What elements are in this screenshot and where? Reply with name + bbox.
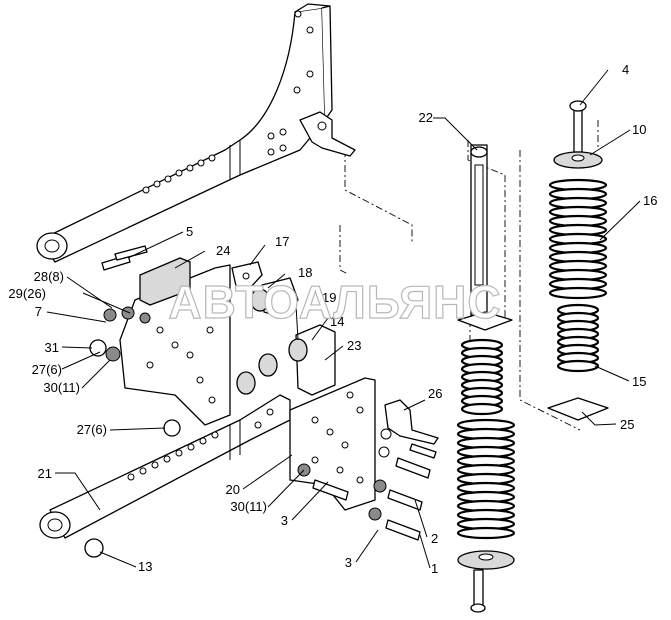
- lower-lift-arm: [39, 394, 291, 539]
- spring-coil: [456, 526, 516, 540]
- callout-27-6-upper: 27(6): [32, 362, 62, 377]
- callout-3-lower: 3: [345, 555, 352, 570]
- spring-small-top: [556, 303, 600, 373]
- callout-29-26: 29(26): [8, 286, 46, 301]
- spring-coil: [548, 286, 608, 300]
- callout-30-11-lower: 30(11): [230, 499, 267, 514]
- callout-17: 17: [275, 234, 289, 249]
- callout-19: 19: [322, 290, 336, 305]
- callout-14: 14: [330, 314, 344, 329]
- spring-coil: [460, 402, 504, 416]
- spring-small-bottom: [460, 338, 504, 416]
- callout-21: 21: [38, 466, 52, 481]
- callout-4: 4: [622, 62, 629, 77]
- mounting-plate: [119, 264, 231, 426]
- spring-large-bottom: [456, 418, 516, 540]
- springs: [456, 178, 608, 540]
- callout-15: 15: [632, 374, 646, 389]
- callout-27-6-lower: 27(6): [77, 422, 107, 437]
- callout-28-8: 28(8): [34, 269, 64, 284]
- callout-30-11-upper: 30(11): [43, 380, 80, 395]
- leader-lines: [46, 69, 641, 569]
- callout-23: 23: [347, 338, 361, 353]
- upper-lift-arm: [36, 3, 356, 263]
- callout-16: 16: [643, 193, 657, 208]
- callout-31: 31: [45, 340, 59, 355]
- callout-20: 20: [226, 482, 240, 497]
- callout-13: 13: [138, 559, 152, 574]
- spring-coil: [556, 359, 600, 373]
- callout-22: 22: [419, 110, 433, 125]
- callout-18: 18: [298, 265, 312, 280]
- callout-24: 24: [216, 243, 230, 258]
- callout-1: 1: [431, 561, 438, 576]
- callout-2: 2: [431, 531, 438, 546]
- watermark: АВТОАЛЬЯНС: [168, 276, 501, 328]
- callout-7: 7: [35, 304, 42, 319]
- callout-5: 5: [186, 224, 193, 239]
- spring-hardware: [457, 100, 609, 613]
- callout-10: 10: [632, 122, 646, 137]
- callout-labels: 1 2 3 3 4 5 7 10 13 14 15 16 17 18 19 20…: [8, 62, 657, 576]
- small-parts: [139, 257, 439, 458]
- callout-26: 26: [428, 386, 442, 401]
- callout-3-upper: 3: [281, 513, 288, 528]
- damper-rod: [457, 144, 513, 331]
- callout-25: 25: [620, 417, 634, 432]
- side-plate: [289, 377, 376, 511]
- spring-large-top: [548, 178, 608, 300]
